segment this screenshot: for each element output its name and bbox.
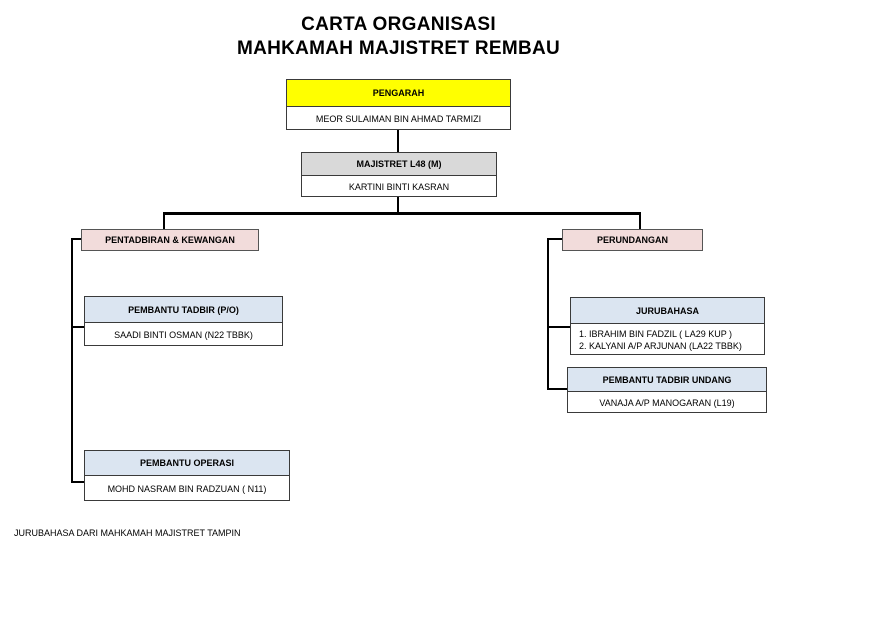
majistret-title: MAJISTRET L48 (M): [302, 153, 496, 176]
pembantu-operasi-title: PEMBANTU OPERASI: [85, 451, 289, 476]
connector-majistret-branch: [397, 197, 399, 213]
connector-left-drop: [163, 213, 165, 229]
jurubahasa-box: JURUBAHASA 1. IBRAHIM BIN FADZIL ( LA29 …: [570, 297, 765, 355]
jurubahasa-names: 1. IBRAHIM BIN FADZIL ( LA29 KUP ) 2. KA…: [571, 324, 764, 355]
footnote: JURUBAHASA DARI MAHKAMAH MAJISTRET TAMPI…: [14, 528, 241, 538]
pengarah-title: PENGARAH: [287, 80, 510, 107]
pengarah-box: PENGARAH MEOR SULAIMAN BIN AHMAD TARMIZI: [286, 79, 511, 130]
pembantu-tadbir-undang-name: VANAJA A/P MANOGARAN (L19): [599, 397, 735, 408]
pembantu-operasi-name: MOHD NASRAM BIN RADZUAN ( N11): [107, 483, 267, 494]
pembantu-tadbir-name: SAADI BINTI OSMAN (N22 TBBK): [114, 329, 253, 340]
connector-right-pembantu-undang: [547, 388, 567, 390]
section-pentadbiran-kewangan: PENTADBIRAN & KEWANGAN: [81, 229, 259, 251]
connector-left-vertical: [71, 238, 73, 483]
connector-right-drop: [639, 213, 641, 229]
pembantu-tadbir-undang-box: PEMBANTU TADBIR UNDANG VANAJA A/P MANOGA…: [567, 367, 767, 413]
connector-right-vertical: [547, 238, 549, 390]
majistret-name: KARTINI BINTI KASRAN: [348, 181, 450, 192]
section-perundangan: PERUNDANGAN: [562, 229, 703, 251]
jurubahasa-name-1: 1. IBRAHIM BIN FADZIL ( LA29 KUP ): [579, 328, 733, 339]
connector-pengarah-majistret: [397, 130, 399, 152]
connector-left-pembantu-operasi: [71, 481, 84, 483]
connector-left-top-stub: [71, 238, 83, 240]
pengarah-name: MEOR SULAIMAN BIN AHMAD TARMIZI: [315, 113, 482, 124]
connector-left-pembantu-tadbir: [71, 326, 84, 328]
pembantu-tadbir-title: PEMBANTU TADBIR (P/O): [85, 297, 282, 323]
connector-right-top-stub: [547, 238, 562, 240]
jurubahasa-name-2: 2. KALYANI A/P ARJUNAN (LA22 TBBK): [579, 340, 742, 351]
connector-horizontal-branch: [163, 212, 641, 215]
pembantu-operasi-box: PEMBANTU OPERASI MOHD NASRAM BIN RADZUAN…: [84, 450, 290, 501]
pembantu-tadbir-undang-title: PEMBANTU TADBIR UNDANG: [568, 368, 766, 392]
jurubahasa-title: JURUBAHASA: [571, 298, 764, 324]
connector-right-jurubahasa: [547, 326, 570, 328]
majistret-box: MAJISTRET L48 (M) KARTINI BINTI KASRAN: [301, 152, 497, 197]
pembantu-tadbir-box: PEMBANTU TADBIR (P/O) SAADI BINTI OSMAN …: [84, 296, 283, 346]
chart-subtitle: MAHKAMAH MAJISTRET REMBAU: [236, 38, 561, 59]
chart-title: CARTA ORGANISASI: [301, 14, 496, 35]
